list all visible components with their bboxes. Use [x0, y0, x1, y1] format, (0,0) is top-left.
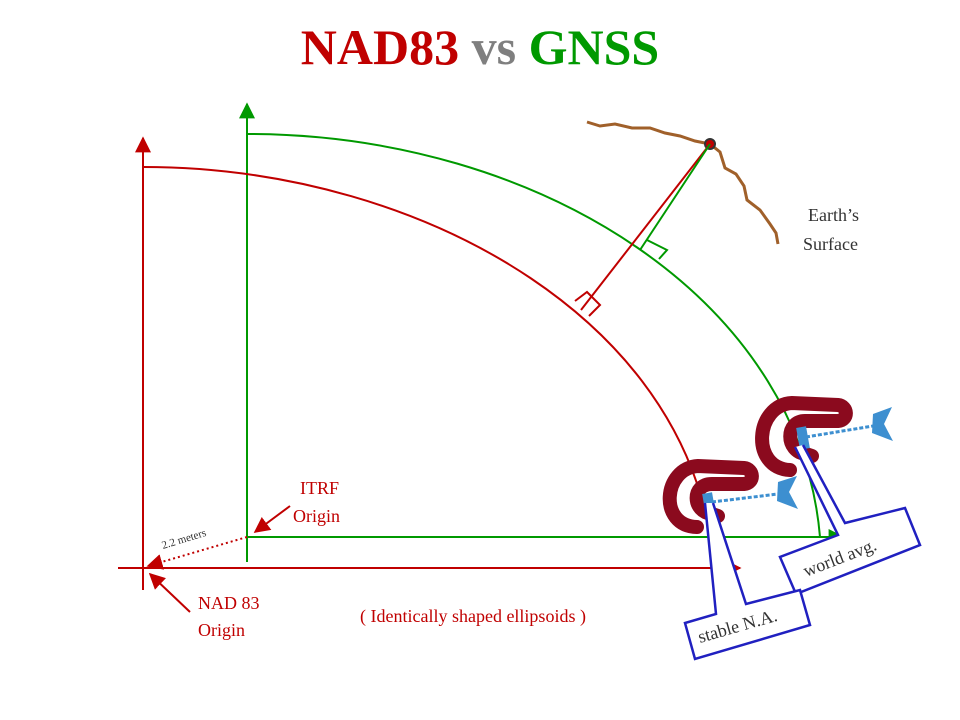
itrf-origin-label-2: Origin	[293, 506, 340, 526]
diagram-title: NAD83 vs GNSS	[0, 18, 960, 76]
callout-world-avg	[778, 444, 922, 596]
nad83-right-angle	[574, 290, 602, 317]
itrf-normal-line	[639, 143, 711, 251]
earth-surface-label-2: Surface	[803, 234, 858, 254]
callout-stable-na	[683, 502, 812, 661]
nad83-origin-label-2: Origin	[198, 620, 245, 640]
origin-offset-line	[146, 536, 248, 570]
nad83-ellipsoid-arc	[142, 166, 714, 569]
nad83-origin-pointer	[148, 572, 191, 613]
nad83-origin-label-1: NAD 83	[198, 593, 260, 613]
nad83-normal-line	[580, 143, 711, 311]
ellipsoids-caption: ( Identically shaped ellipsoids )	[360, 606, 586, 627]
earth-surface-label-1: Earth’s	[808, 205, 859, 225]
earth-surface-line	[586, 120, 780, 245]
itrf-ellipsoid-arc	[246, 133, 821, 538]
clamp-world-avg	[755, 395, 893, 477]
title-vs: vs	[471, 19, 517, 75]
title-gnss: GNSS	[528, 19, 660, 75]
itrf-origin-label-1: ITRF	[300, 478, 339, 498]
offset-label: 2.2 meters	[160, 527, 207, 552]
clamp-stable-na	[662, 458, 798, 534]
title-nad83: NAD83	[300, 19, 460, 75]
itrf-right-angle	[646, 239, 669, 260]
itrf-origin-pointer	[253, 505, 291, 533]
